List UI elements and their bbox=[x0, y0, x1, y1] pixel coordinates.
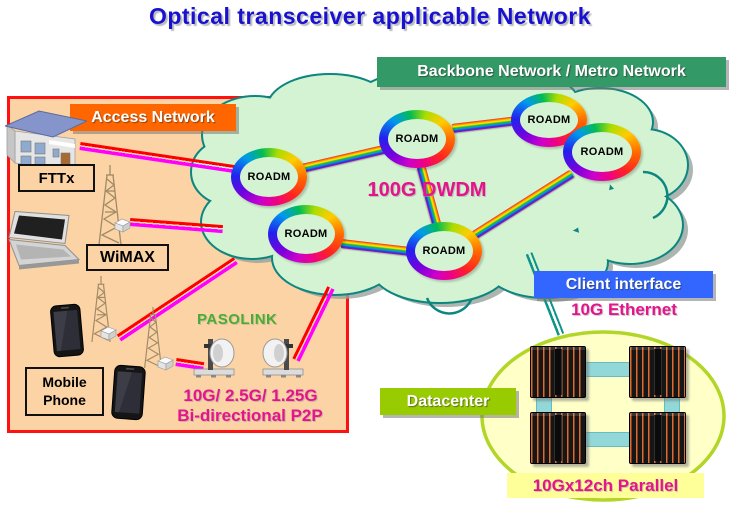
mobile-phone-label-box: Mobile Phone bbox=[25, 367, 104, 416]
roadm-node-face: ROADM bbox=[572, 132, 632, 172]
smartphone-icon bbox=[111, 364, 146, 421]
backbone-network-label: Backbone Network / Metro Network bbox=[377, 57, 726, 87]
access-network-label-text: Access Network bbox=[91, 108, 215, 126]
roadm-label: ROADM bbox=[284, 228, 328, 240]
roadm-node: ROADM bbox=[406, 222, 482, 280]
client-interface-label-text: Client interface bbox=[565, 275, 682, 293]
ethernet-label: 10G Ethernet bbox=[571, 300, 677, 319]
server-rack-icon bbox=[530, 412, 586, 464]
roadm-node: ROADM bbox=[511, 93, 587, 147]
wimax-label-box: WiMAX bbox=[86, 244, 169, 271]
roadm-label: ROADM bbox=[527, 114, 571, 126]
mobile-phone-label-line1: Mobile bbox=[42, 374, 87, 390]
roadm-node-face: ROADM bbox=[277, 214, 335, 254]
roadm-node-face: ROADM bbox=[415, 231, 473, 271]
access-network-label: Access Network bbox=[70, 104, 236, 131]
microwave-antenna-icon bbox=[262, 338, 304, 378]
client-interface-label: Client interface bbox=[534, 271, 713, 298]
fttx-label-text: FTTx bbox=[38, 169, 75, 187]
roadm-node: ROADM bbox=[563, 123, 641, 181]
rack-connector bbox=[580, 432, 634, 447]
wimax-label-text: WiMAX bbox=[100, 248, 155, 266]
roadm-label: ROADM bbox=[580, 146, 624, 158]
smartphone-icon bbox=[50, 303, 84, 358]
fttx-label-box: FTTx bbox=[18, 164, 95, 192]
house-icon bbox=[5, 110, 87, 172]
page-title: Optical transceiver applicable Network bbox=[148, 3, 592, 29]
roadm-node: ROADM bbox=[379, 110, 455, 168]
rack-connector bbox=[580, 362, 634, 377]
bidirectional-p2p-label: Bi-directional P2P bbox=[177, 406, 323, 425]
transceiver-box-icon bbox=[114, 218, 131, 233]
roadm-label: ROADM bbox=[422, 245, 466, 257]
pasolink-label: PASOLINK bbox=[197, 311, 278, 328]
datacenter-label-text: Datacenter bbox=[406, 392, 490, 410]
roadm-node-face: ROADM bbox=[520, 102, 578, 138]
roadm-label: ROADM bbox=[395, 133, 439, 145]
laptop-icon bbox=[8, 210, 81, 270]
parallel-label-text: 10Gx12ch Parallel bbox=[532, 475, 679, 495]
backbone-network-label-text: Backbone Network / Metro Network bbox=[417, 63, 686, 80]
microwave-antenna-icon bbox=[193, 338, 235, 378]
roadm-node-face: ROADM bbox=[388, 119, 446, 159]
mobile-phone-label-line2: Phone bbox=[43, 391, 86, 408]
server-rack-icon bbox=[530, 346, 586, 398]
datacenter-label: Datacenter bbox=[380, 388, 516, 415]
dwdm-label: 100G DWDM bbox=[367, 179, 487, 201]
radio-tower-icon bbox=[98, 165, 122, 245]
server-rack-icon bbox=[629, 412, 686, 464]
server-rack-icon bbox=[629, 346, 686, 398]
radio-tower-icon bbox=[144, 307, 162, 368]
roadm-node: ROADM bbox=[231, 148, 307, 206]
transceiver-box-icon bbox=[157, 356, 174, 371]
roadm-label: ROADM bbox=[247, 171, 291, 183]
roadm-node-face: ROADM bbox=[240, 157, 298, 197]
access-speed-label: 10G/ 2.5G/ 1.25G bbox=[183, 386, 318, 405]
transceiver-box-icon bbox=[100, 326, 117, 341]
parallel-label-box: 10Gx12ch Parallel bbox=[507, 473, 704, 498]
roadm-node: ROADM bbox=[268, 205, 344, 263]
